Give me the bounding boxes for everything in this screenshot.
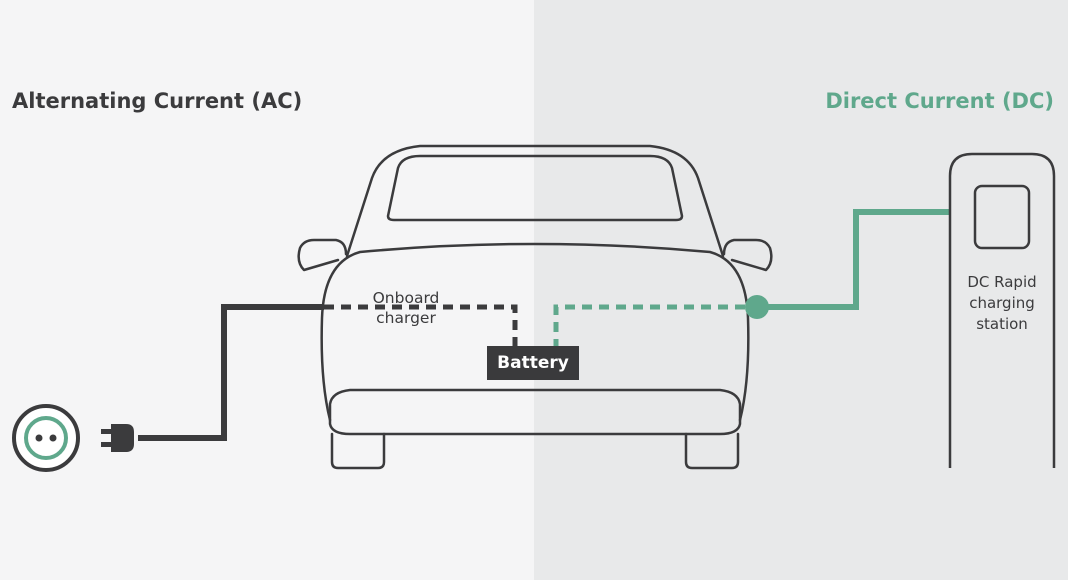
wall-socket-icon [12,404,80,472]
onboard-label-line1: Onboard [372,289,440,307]
car-windshield [386,154,684,222]
car-roof [345,144,725,258]
dc-internal-path [553,304,745,346]
charging-station-icon [948,152,1056,468]
car-bumper [328,388,742,436]
dc-inlet-port [745,295,769,319]
ac-panel-background [0,0,534,580]
ac-cable [138,304,324,441]
right-wheel [684,432,740,470]
car-outline [297,144,773,470]
ac-heading: Alternating Current (AC) [12,89,303,113]
right-mirror [722,238,773,272]
onboard-label-line2: charger [376,309,436,327]
battery-box: Battery [487,346,579,380]
ac-internal-path [324,304,518,346]
onboard-charger-label: Onboard charger [352,288,460,328]
left-wheel [330,432,386,470]
station-screen [973,184,1031,250]
dc-panel-background [534,0,1068,580]
left-mirror [297,238,348,272]
station-label-line3: station [976,315,1028,333]
station-label-line2: charging [969,294,1035,312]
station-label-line1: DC Rapid [967,273,1037,291]
plug-icon [101,424,134,452]
dc-cable [765,209,950,310]
station-label: DC Rapid charging station [952,272,1052,335]
dc-heading: Direct Current (DC) [825,89,1054,113]
car-body [320,242,750,422]
